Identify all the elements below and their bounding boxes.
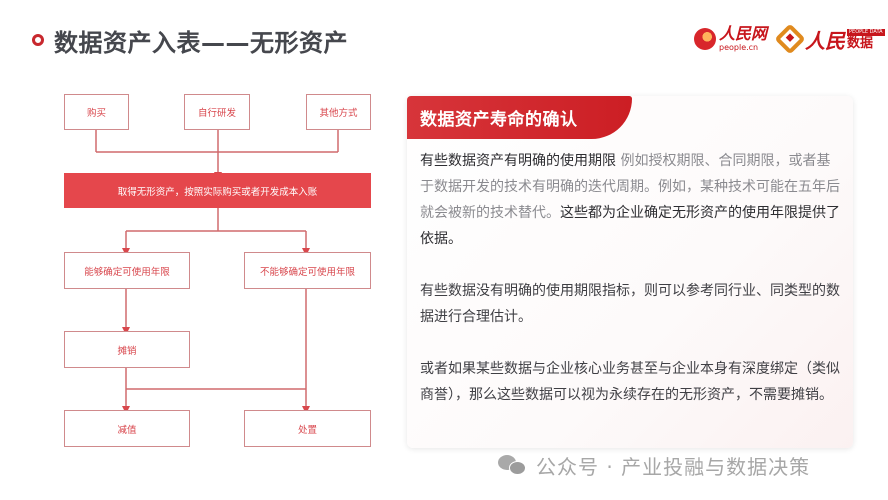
source-purchase-box: 购买 [64, 94, 129, 130]
people-data-logo: 人民 PEOPLE DATA 数据 [774, 23, 885, 55]
people-data-logo-badge: PEOPLE DATA [847, 28, 885, 36]
paragraph-text: 或者如果某些数据与企业核心业务甚至与企业本身有深度绑定（类似商誉），那么这些数据… [420, 361, 840, 403]
paragraph-text: 例如授权期限、合同期限，或者基于数据开发的技术有明确的迭代周期。例如，某种技术可… [420, 153, 840, 221]
flowchart-connectors [95, 130, 339, 414]
impairment-box: 减值 [64, 410, 190, 447]
main-step-box: 取得无形资产，按照实际购买或者开发成本入账 [64, 173, 371, 208]
bullet-ring-icon [32, 34, 44, 46]
paragraph-text: 有些数据资产有明确的使用期限 [420, 153, 621, 169]
page-title: 数据资产入表——无形资产 [54, 28, 348, 57]
flowchart: 购买 自行研发 其他方式 取得无形资产，按照实际购买或者开发成本入账 能够确定可… [0, 0, 400, 500]
branch-indeterminable-box: 不能够确定可使用年限 [244, 252, 371, 289]
people-cn-logo: 人民网 people.cn [694, 26, 767, 52]
info-panel-title: 数据资产寿命的确认 [420, 110, 578, 130]
paragraph-text: 这些都为企业确定无形资产的使用年限提供了依据。 [420, 205, 840, 247]
wechat-icon [498, 453, 530, 477]
watermark: 公众号 · 产业投融与数据决策 [498, 450, 810, 480]
paragraph-estimate-life: 有些数据没有明确的使用期限指标，则可以参考同行业、同类型的数据进行合理估计。 [420, 278, 844, 330]
disposal-box: 处置 [244, 410, 371, 447]
watermark-text: 公众号 · 产业投融与数据决策 [536, 454, 811, 479]
paragraph-indefinite-life: 或者如果某些数据与企业核心业务甚至与企业本身有深度绑定（类似商誉），那么这些数据… [420, 356, 844, 408]
people-cn-logo-domain: people.cn [719, 43, 759, 52]
people-data-logo-sub: 数据 [847, 35, 874, 51]
info-panel [407, 96, 853, 448]
people-cn-logo-icon [694, 28, 716, 50]
branch-determinable-box: 能够确定可使用年限 [64, 252, 190, 289]
info-panel-body: 有些数据资产有明确的使用期限 例如授权期限、合同期限，或者基于数据开发的技术有明… [420, 148, 844, 434]
paragraph-definite-life: 有些数据资产有明确的使用期限 例如授权期限、合同期限，或者基于数据开发的技术有明… [420, 148, 844, 252]
logo-group: 人民网 people.cn 人民 PEOPLE DATA 数据 [694, 22, 885, 56]
source-self-develop-box: 自行研发 [184, 94, 250, 130]
people-cn-logo-name: 人民网 [719, 24, 768, 43]
people-data-logo-name: 人民 [805, 28, 846, 53]
info-panel-header: 数据资产寿命的确认 [407, 96, 632, 139]
amortize-box: 摊销 [64, 331, 190, 368]
page-header: 数据资产入表——无形资产 [32, 22, 348, 58]
source-other-box: 其他方式 [306, 94, 371, 130]
paragraph-text: 有些数据没有明确的使用期限指标，则可以参考同行业、同类型的数据进行合理估计。 [420, 283, 840, 325]
people-data-logo-icon [774, 23, 806, 55]
